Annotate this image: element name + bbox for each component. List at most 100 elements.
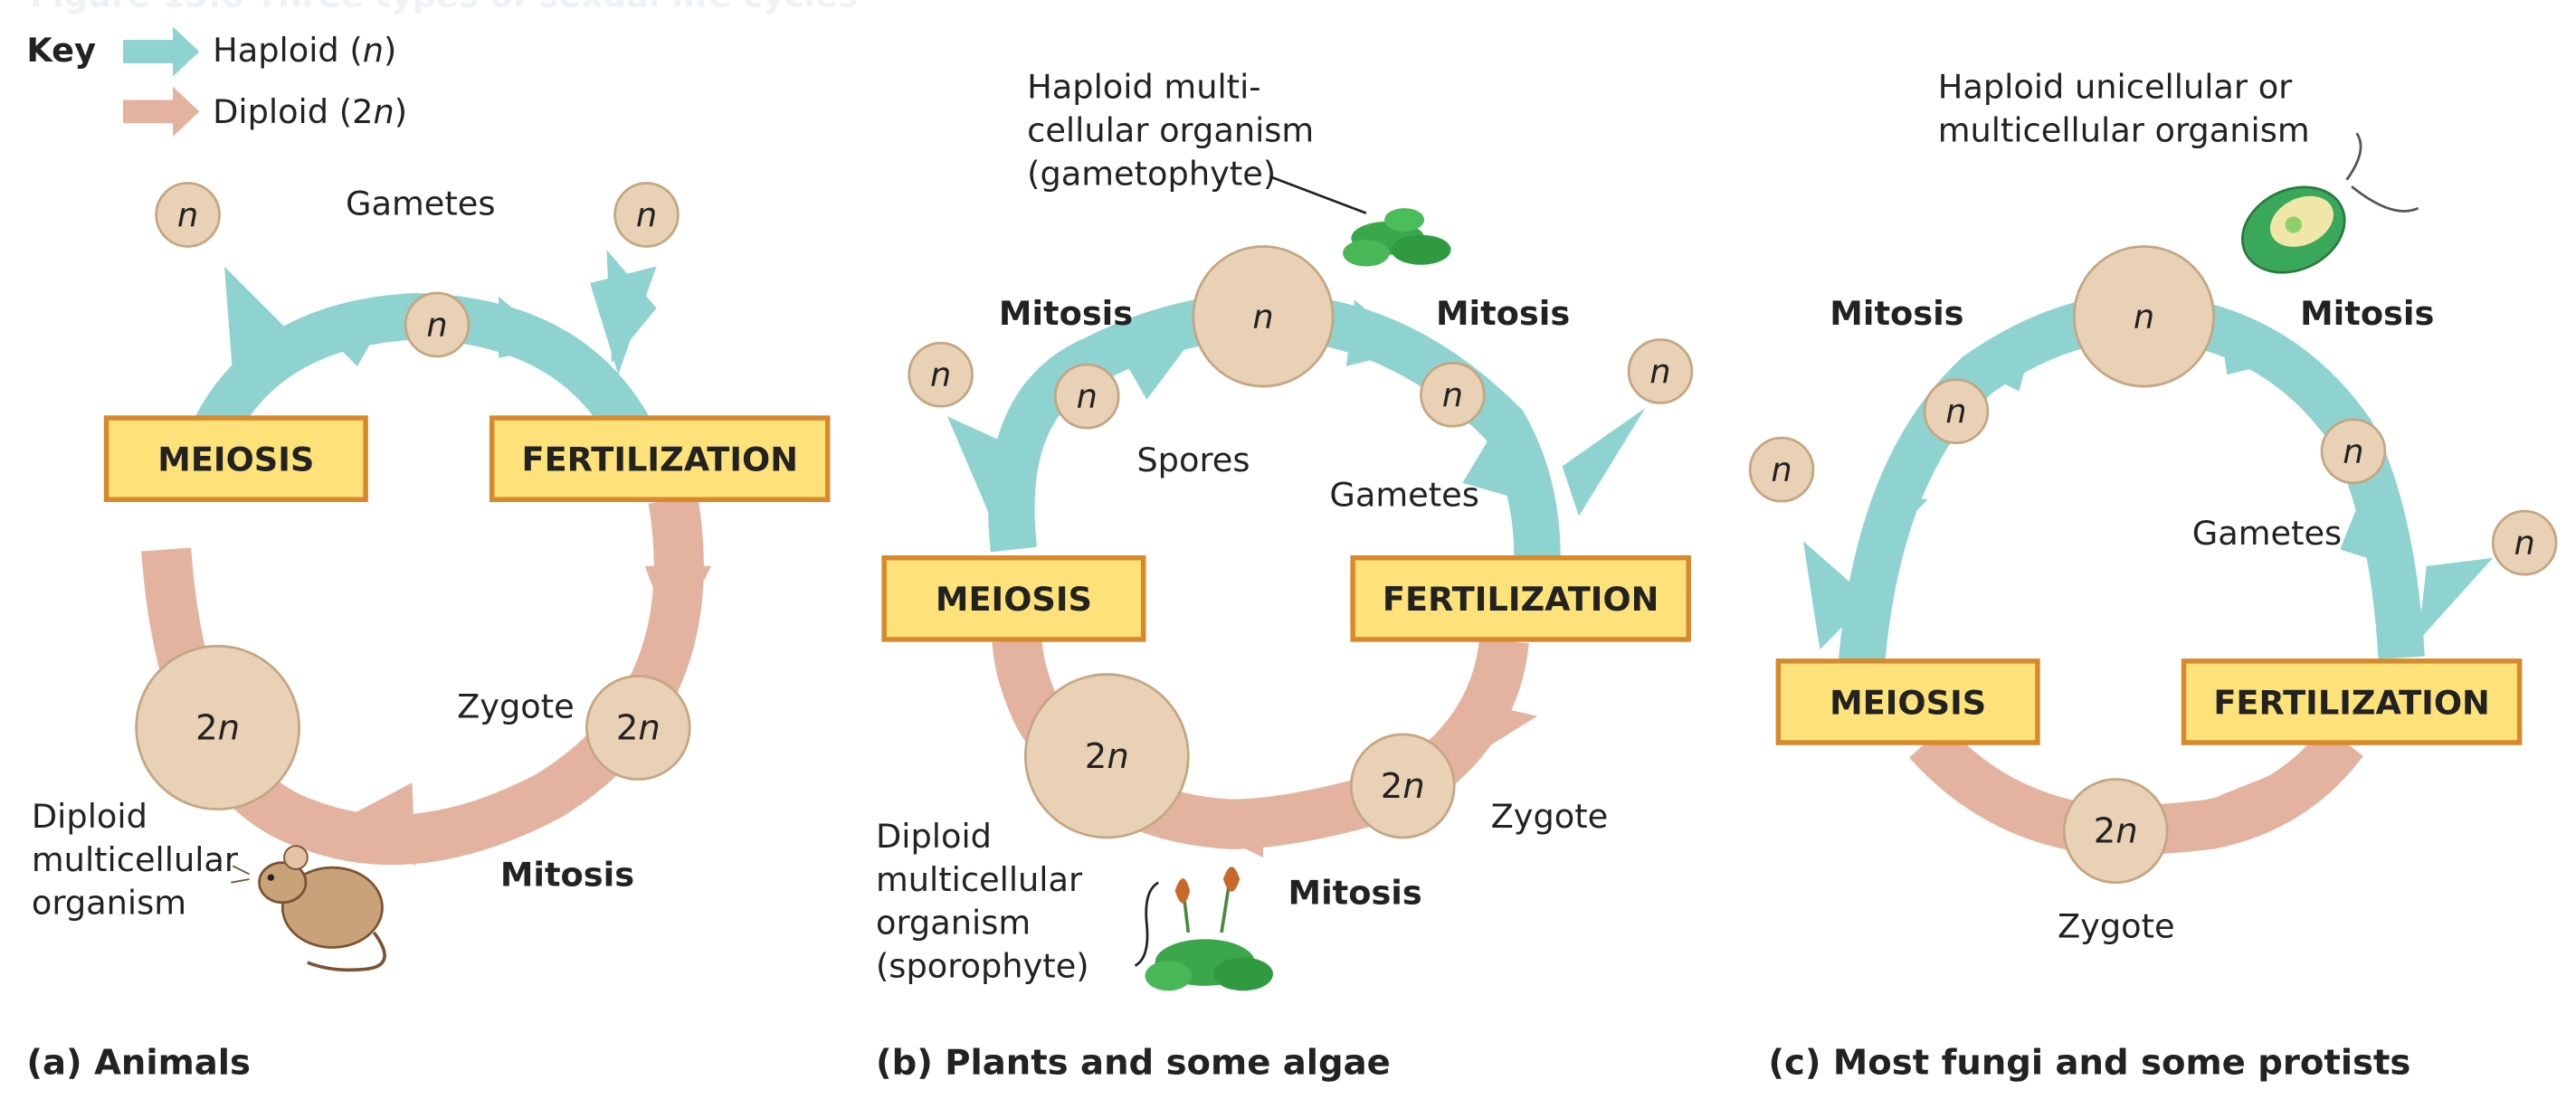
spore-cell-inner bbox=[1923, 378, 1990, 445]
sporophyte-cell bbox=[1023, 673, 1190, 839]
zygote-cell-label: 2n bbox=[2094, 810, 2138, 851]
gamete-arrow-in bbox=[1562, 408, 1646, 516]
gametophyte-plant-icon bbox=[1343, 208, 1451, 267]
gametophyte-label-line2: cellular organism bbox=[1027, 110, 1314, 149]
zygote-cell bbox=[2062, 778, 2169, 885]
spore-cell-outer bbox=[1748, 436, 1815, 503]
gamete-cell-inner-label: n bbox=[2343, 431, 2363, 470]
zygote-label: Zygote bbox=[2058, 906, 2175, 945]
meiosis-label: MEIOSIS bbox=[157, 441, 314, 479]
gametophyte-cell bbox=[1192, 245, 1335, 388]
fertilization-box bbox=[489, 415, 831, 503]
meiosis-box bbox=[103, 415, 368, 503]
gametophyte-label-line3: (gametophyte) bbox=[1027, 154, 1276, 193]
zygote-cell bbox=[585, 675, 691, 781]
spore-cell-inner bbox=[1053, 363, 1120, 430]
sporophyte-label-line1: Diploid bbox=[876, 817, 992, 856]
panel-plants: MEIOSIS FERTILIZATION n n n n n 2n 2n Ha… bbox=[876, 68, 1694, 1083]
haploid-arrowhead-2 bbox=[1345, 299, 1413, 366]
diploid-arrowhead bbox=[2219, 765, 2294, 833]
diploid-arrowhead-2 bbox=[348, 782, 416, 867]
caption-a: (a) Animals bbox=[26, 1042, 251, 1083]
haploid-arrowhead-4 bbox=[1877, 491, 1928, 550]
sporophyte-label-line2: multicellular bbox=[876, 860, 1083, 899]
key: Key Haploid (n) Diploid (2n) bbox=[26, 26, 407, 137]
diploid-organism-cell bbox=[135, 644, 301, 811]
gametes-label: Gametes bbox=[346, 184, 495, 223]
fertilization-arrow-in bbox=[606, 250, 657, 364]
spore-cell-inner-label: n bbox=[1945, 392, 1966, 431]
gamete-cell-inner-label: n bbox=[1442, 375, 1463, 414]
organism-label-line2: multicellular bbox=[32, 840, 239, 879]
gametophyte-cell-label: n bbox=[1252, 297, 1273, 336]
spore-cell-outer-label: n bbox=[930, 355, 951, 394]
organism-label-line2: multicellular organism bbox=[1938, 110, 2310, 149]
gamete-cell-inner bbox=[2320, 418, 2387, 485]
gamete-cell-inner bbox=[1420, 361, 1486, 428]
key-label: Key bbox=[26, 31, 96, 70]
key-haploid-label: Haploid (n) bbox=[213, 31, 396, 70]
organism-label-line1: Diploid bbox=[32, 797, 147, 836]
zygote-cell bbox=[1349, 733, 1456, 839]
meiosis-label: MEIOSIS bbox=[936, 580, 1092, 619]
mitosis-left-label: Mitosis bbox=[999, 294, 1133, 333]
diploid-arrowhead bbox=[1462, 699, 1538, 758]
gamete-arrow-left bbox=[223, 266, 291, 375]
gamete-cell-right bbox=[613, 182, 680, 248]
gamete-cell-right-label: n bbox=[636, 195, 657, 234]
meiosis-arrow-out bbox=[1802, 541, 1870, 649]
mitosis-right-label: Mitosis bbox=[2300, 294, 2434, 333]
zygote-cell-label: 2n bbox=[616, 707, 661, 748]
gamete-cell-outer bbox=[1627, 338, 1694, 404]
meiosis-label: MEIOSIS bbox=[1830, 683, 1986, 722]
gamete-cell-outer bbox=[2491, 509, 2558, 576]
figure-title: Figure 13.6 Three types of sexual life c… bbox=[30, 0, 858, 14]
diploid-arrowhead-2 bbox=[1196, 799, 1263, 858]
diploid-key-arrow-icon bbox=[122, 86, 200, 137]
haploid-arrowhead-2 bbox=[2219, 316, 2294, 375]
sporophyte-bracket bbox=[1134, 881, 1160, 967]
spores-label: Spores bbox=[1136, 441, 1250, 479]
mitosis-left-label: Mitosis bbox=[1830, 294, 1963, 333]
zygote-cell-label: 2n bbox=[1381, 765, 1425, 806]
panel-animals: MEIOSIS FERTILIZATION n n n 2n 2n Gamete… bbox=[26, 182, 831, 1083]
diploid-arrowhead bbox=[644, 565, 712, 641]
mitosis-bottom-label: Mitosis bbox=[1288, 874, 1422, 913]
gamete-cell-center-label: n bbox=[426, 305, 447, 344]
gamete-cell-outer-label: n bbox=[1649, 352, 1670, 391]
caption-c: (c) Most fungi and some protists bbox=[1768, 1042, 2410, 1083]
fertilization-box bbox=[1350, 554, 1691, 642]
gamete-cell-center bbox=[404, 291, 471, 358]
haploid-organism-cell-label: n bbox=[2134, 297, 2154, 336]
organism-label-line3: organism bbox=[32, 884, 186, 923]
spore-cell-inner-label: n bbox=[1077, 377, 1098, 416]
haploid-arrowhead bbox=[307, 308, 391, 366]
gametes-label: Gametes bbox=[1329, 476, 1478, 515]
sporophyte-label-line4: (sporophyte) bbox=[876, 947, 1089, 986]
gamete-cell-outer-label: n bbox=[2514, 524, 2534, 563]
spore-arrow bbox=[946, 416, 1039, 534]
haploid-arrowhead-3 bbox=[1462, 441, 1521, 500]
haploid-organism-cell bbox=[2072, 245, 2215, 388]
mitosis-label: Mitosis bbox=[500, 855, 634, 894]
gamete-cell-left-label: n bbox=[177, 195, 198, 234]
protist-cell-icon bbox=[2240, 132, 2419, 274]
zygote-label: Zygote bbox=[457, 687, 575, 725]
gametophyte-label-line1: Haploid multi- bbox=[1027, 68, 1260, 107]
meiosis-box bbox=[881, 554, 1146, 642]
fertilization-label: FERTILIZATION bbox=[1383, 580, 1659, 619]
caption-b: (b) Plants and some algae bbox=[876, 1042, 1391, 1083]
haploid-arrowhead-2 bbox=[499, 296, 557, 358]
spore-cell-outer bbox=[908, 341, 974, 408]
sporophyte-plant-icon bbox=[1145, 867, 1273, 991]
haploid-arrowhead bbox=[1113, 333, 1197, 400]
zygote-label: Zygote bbox=[1491, 797, 1609, 836]
spore-cell-outer-label: n bbox=[1771, 450, 1792, 489]
mouse-icon bbox=[231, 845, 386, 972]
gamete-cell-left bbox=[155, 182, 221, 248]
key-diploid-label: Diploid (2n) bbox=[213, 92, 407, 131]
panel-fungi: MEIOSIS FERTILIZATION n n n n n 2n Haplo… bbox=[1748, 68, 2558, 1083]
fertilization-box bbox=[2181, 658, 2523, 745]
meiosis-box bbox=[1775, 658, 2040, 745]
